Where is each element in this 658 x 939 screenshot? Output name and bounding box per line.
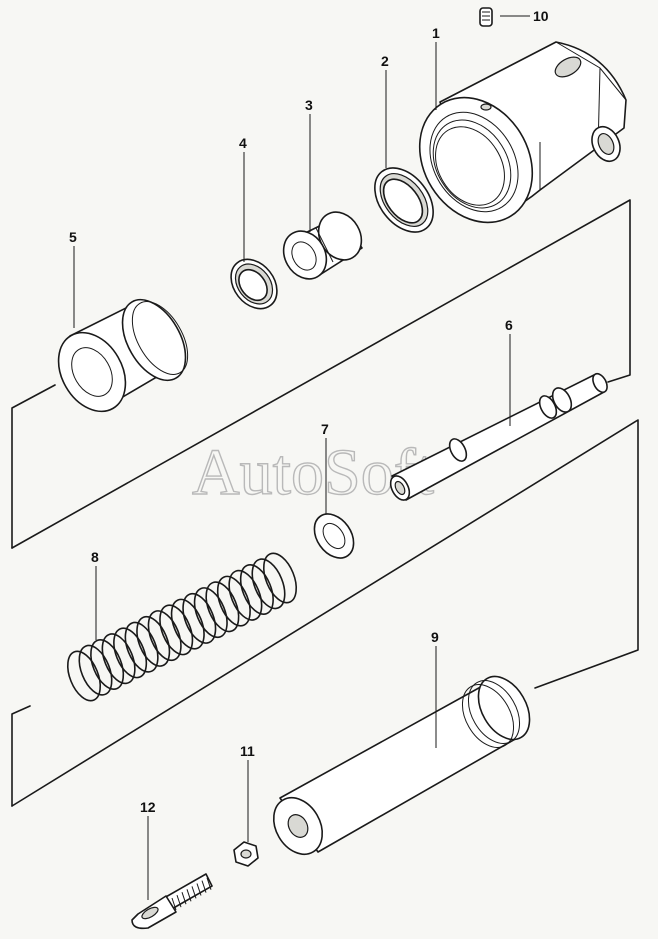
callout-4: 4	[239, 135, 247, 151]
callout-labels: 1 2 3 4 5 6 7 8 9 10 11 12	[69, 8, 549, 815]
callout-11: 11	[240, 743, 255, 759]
spring-coil	[113, 627, 148, 679]
bolt-thread	[201, 880, 207, 893]
bolt-thread	[196, 883, 202, 896]
callout-10: 10	[533, 8, 549, 24]
callout-12: 12	[140, 799, 156, 815]
callout-3: 3	[305, 97, 313, 113]
leader-lines	[73, 15, 530, 900]
part-11-nut	[233, 841, 259, 867]
callout-7: 7	[321, 421, 329, 437]
spring-coil	[205, 581, 240, 633]
spring-coil	[78, 644, 113, 696]
spring-coil	[193, 587, 228, 639]
part-8-spring	[66, 552, 298, 702]
callout-5: 5	[69, 229, 77, 245]
part-9-cylinder	[272, 675, 531, 856]
part-7-washer	[313, 513, 355, 559]
assembly-frame-lines	[11, 199, 639, 807]
spring-coil	[170, 598, 205, 650]
bolt-thread	[176, 894, 182, 908]
callout-6: 6	[505, 317, 513, 333]
bolt-thread	[186, 889, 192, 902]
spring-coil	[66, 650, 102, 702]
bolt-thread	[206, 877, 212, 890]
bolt-thread	[191, 886, 197, 899]
callout-1: 1	[432, 25, 440, 41]
part-2-ring	[374, 167, 434, 233]
part-10-screw	[479, 7, 493, 27]
spring-coil	[124, 621, 159, 673]
spring-coil	[216, 575, 251, 627]
spring-coil	[228, 569, 263, 621]
part-1-housing	[418, 41, 627, 224]
spring-coil	[262, 552, 298, 604]
spring-coil	[101, 633, 136, 685]
part-12-eye-bolt	[131, 873, 213, 930]
spring-coil	[136, 615, 171, 667]
watermark-text: AutoSoft	[192, 436, 434, 509]
spring-coil	[251, 558, 286, 610]
spring-coil	[90, 639, 125, 690]
part-3-bushing	[282, 211, 363, 280]
part-4-ring	[230, 258, 278, 310]
callout-2: 2	[381, 53, 389, 69]
spring-coil	[147, 610, 182, 662]
spring-coil	[159, 604, 194, 656]
callout-9: 9	[431, 629, 439, 645]
part-5-sleeve	[57, 298, 189, 413]
bolt-thread	[171, 897, 177, 911]
callout-8: 8	[91, 549, 99, 565]
spring-coil	[239, 564, 274, 615]
part-6-shaft	[389, 372, 608, 501]
bolt-thread	[181, 892, 187, 905]
spring-coil	[182, 592, 217, 644]
